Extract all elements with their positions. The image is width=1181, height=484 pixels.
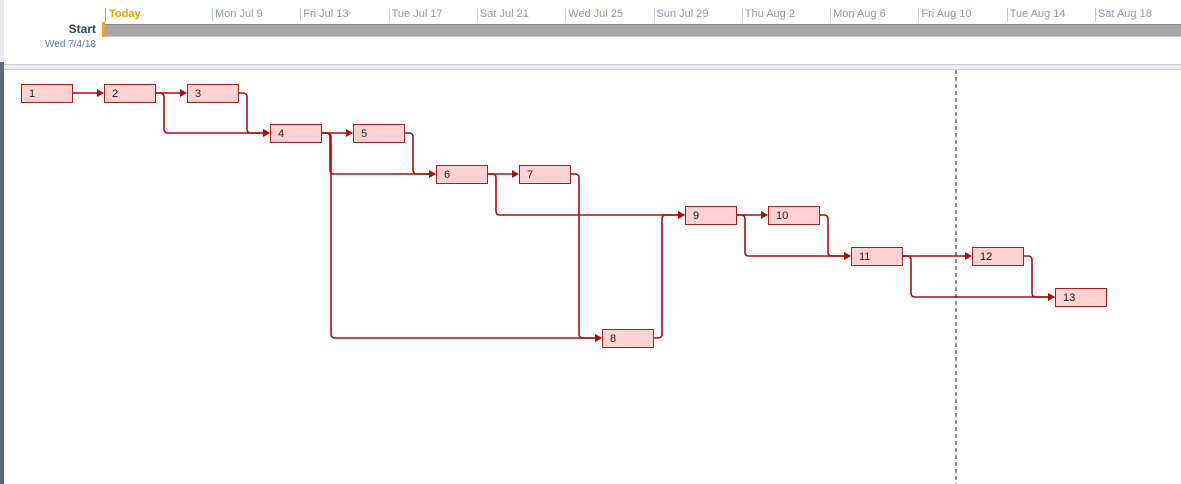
- task-node[interactable]: 3: [187, 84, 239, 103]
- dependency-link[interactable]: [1023, 255, 1054, 298]
- task-node[interactable]: 6: [436, 165, 488, 184]
- task-node-label: 13: [1063, 292, 1075, 304]
- task-node[interactable]: 11: [851, 247, 903, 266]
- start-date: Wed 7/4/18: [45, 39, 96, 50]
- task-node-label: 1: [29, 88, 35, 100]
- link-arrowhead: [263, 129, 270, 137]
- timeline-date-label: Tue Jul 17: [391, 8, 443, 20]
- timeline-date-label: Mon Aug 6: [833, 8, 886, 20]
- task-node-label: 4: [278, 128, 284, 140]
- timeline-date-label: Sat Aug 18: [1098, 8, 1152, 20]
- view-splitter[interactable]: [4, 64, 1181, 70]
- dependency-link[interactable]: [321, 132, 601, 339]
- task-node-label: 12: [980, 251, 992, 263]
- task-node[interactable]: 4: [270, 124, 322, 143]
- task-node-label: 2: [112, 88, 118, 100]
- task-node[interactable]: 1: [21, 84, 73, 103]
- link-arrowhead: [180, 89, 187, 97]
- timeline-date-label: Sat Jul 21: [479, 8, 529, 20]
- dependency-link[interactable]: [404, 132, 435, 175]
- timeline-date-label: Tue Aug 14: [1009, 8, 1066, 20]
- left-edge-bar: [0, 0, 4, 484]
- link-arrowhead: [97, 89, 104, 97]
- task-node-box[interactable]: [851, 247, 903, 266]
- dependency-link[interactable]: [653, 214, 684, 339]
- task-node-box[interactable]: [768, 206, 820, 225]
- task-node-label: 3: [195, 88, 201, 100]
- timeline-tick: [476, 8, 478, 22]
- task-node[interactable]: 10: [768, 206, 820, 225]
- link-arrowhead: [844, 252, 851, 260]
- today-marker: [102, 22, 105, 37]
- task-node-box[interactable]: [1055, 288, 1107, 307]
- timeline-tick: [565, 8, 567, 22]
- timeline-date-label: Mon Jul 9: [215, 8, 263, 20]
- task-node[interactable]: 2: [104, 84, 156, 103]
- today-tick: [105, 8, 106, 22]
- timeline-tick: [1095, 8, 1096, 22]
- timeline-tick: [830, 8, 832, 22]
- task-node-label: 5: [361, 128, 367, 140]
- timeline-date-label: Fri Aug 10: [921, 8, 972, 20]
- task-node-box[interactable]: [270, 124, 322, 143]
- task-node-label: 6: [444, 169, 450, 181]
- timeline-tick: [653, 8, 655, 22]
- timeline-tick: [300, 8, 302, 22]
- task-node-box[interactable]: [972, 247, 1024, 266]
- timeline-tick: [388, 8, 390, 22]
- task-node-label: 9: [693, 210, 699, 222]
- task-node[interactable]: 5: [353, 124, 405, 143]
- task-node-label: 11: [859, 251, 870, 263]
- task-node-label: 8: [610, 333, 616, 345]
- link-arrowhead: [512, 170, 519, 178]
- task-node[interactable]: 7: [519, 165, 571, 184]
- dependency-link[interactable]: [819, 214, 850, 257]
- timeline-panel[interactable]: Today Mon Jul 9 Fri Jul 13 Tue Jul 17 Sat J…: [4, 0, 1181, 62]
- task-node-label: 7: [527, 169, 533, 181]
- timeline-bar[interactable]: [102, 24, 1181, 37]
- task-node-box[interactable]: [436, 165, 488, 184]
- dependency-link[interactable]: [570, 173, 601, 339]
- today-label: Today: [109, 8, 141, 20]
- task-node[interactable]: 12: [972, 247, 1024, 266]
- task-node-box[interactable]: [21, 84, 73, 103]
- dependency-link[interactable]: [902, 255, 1054, 298]
- timeline-tick: [212, 8, 213, 22]
- dependency-links: [72, 89, 1055, 342]
- link-arrowhead: [1048, 293, 1055, 301]
- task-node-box[interactable]: [602, 329, 654, 348]
- link-arrowhead: [595, 334, 602, 342]
- timeline-date-label: Fri Jul 13: [303, 8, 349, 20]
- link-arrowhead: [346, 129, 353, 137]
- task-node[interactable]: 8: [602, 329, 654, 348]
- task-node-box[interactable]: [104, 84, 156, 103]
- task-node-box[interactable]: [187, 84, 239, 103]
- task-node[interactable]: 9: [685, 206, 737, 225]
- timeline-tick: [1006, 8, 1008, 22]
- task-node-box[interactable]: [519, 165, 571, 184]
- task-node-label: 10: [776, 210, 788, 222]
- timeline-date-label: Sun Jul 29: [656, 8, 709, 20]
- task-node-box[interactable]: [353, 124, 405, 143]
- link-arrowhead: [761, 211, 768, 219]
- timeline-tick: [918, 8, 920, 22]
- link-arrowhead: [678, 211, 685, 219]
- dependency-link[interactable]: [155, 92, 269, 134]
- link-arrowhead: [965, 252, 972, 260]
- timeline-date-label: Wed Jul 25: [568, 8, 624, 20]
- task-node-box[interactable]: [685, 206, 737, 225]
- dependency-link[interactable]: [238, 92, 269, 134]
- task-node[interactable]: 13: [1055, 288, 1107, 307]
- start-label: Start: [68, 22, 96, 36]
- timeline-tick: [741, 8, 743, 22]
- dependency-link[interactable]: [487, 173, 684, 216]
- timeline-date-label: Thu Aug 2: [744, 8, 795, 20]
- link-arrowhead: [429, 170, 436, 178]
- dependency-link[interactable]: [736, 214, 850, 257]
